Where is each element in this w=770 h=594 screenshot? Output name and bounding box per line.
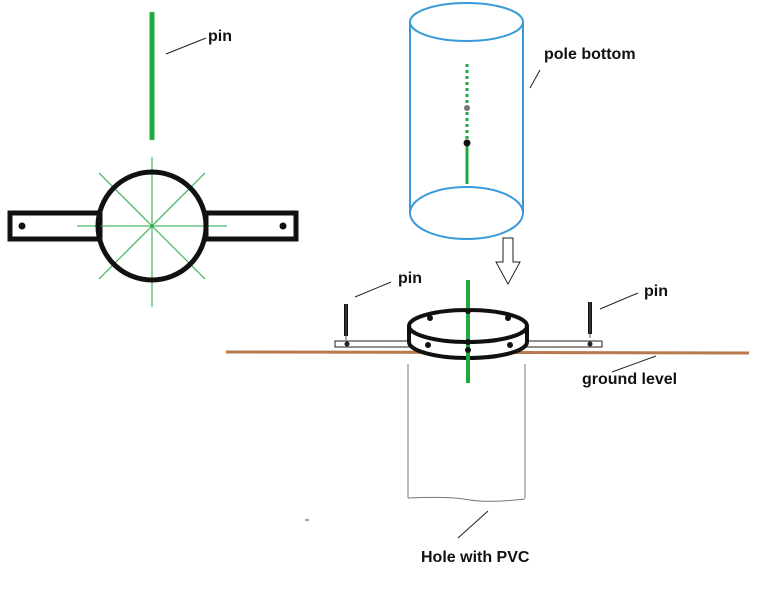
radial-lines [77,157,227,307]
stake-pin-right [588,302,592,338]
label-pin-left: pin [398,270,422,287]
label-hole-with-pvc: Hole with PVC [421,549,530,566]
ground-level-leader-line [611,355,657,373]
pin-leader-line-right [599,292,639,310]
down-arrow-icon [495,237,521,286]
flange-top-view [7,157,299,307]
label-pin-right: pin [644,283,668,300]
pin-leader-line-left [354,281,392,298]
pole-top-ellipse [409,2,524,42]
pole-bottom-ellipse [409,186,524,240]
label-pin-top-left: pin [208,28,232,45]
bolt-hole-left [18,222,26,230]
bolt-hole-right [279,222,287,230]
pvc-hole [407,364,526,502]
pole-pin-mark-low [463,139,471,147]
flange-ring [95,169,209,283]
pole-pin-mark-mid [464,105,470,111]
pin-leader-line-top-left [165,37,207,55]
hole-leader-line [457,510,489,539]
label-ground-level: ground level [582,371,678,388]
flange-assembly [334,280,639,383]
pole-side-lines [409,22,524,212]
label-pole-bottom: pole bottom [544,46,636,63]
pole-bottom-leader-line [529,69,541,89]
pole-bottom [409,2,524,240]
stake-pin-left [344,304,348,340]
